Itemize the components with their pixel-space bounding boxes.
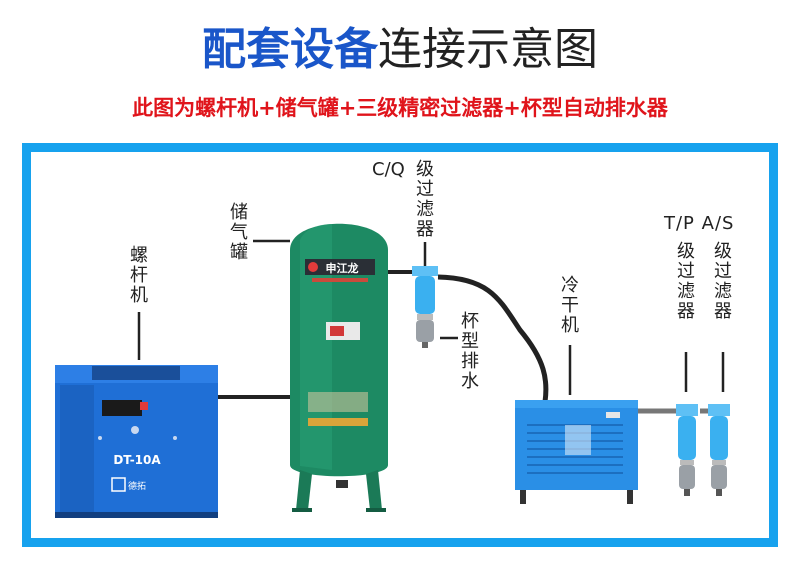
compressor-model: DT-10A xyxy=(113,453,161,467)
title-accent: 配套设备 xyxy=(202,24,378,75)
label-cq-filter: 级过滤器 xyxy=(416,159,434,240)
label-as-filter: 级过滤器 xyxy=(714,241,732,322)
page-title: 配套设备连接示意图 xyxy=(0,22,800,78)
title-rest: 连接示意图 xyxy=(378,24,598,75)
label-cq-code: C/Q xyxy=(372,159,405,180)
label-dryer: 冷干机 xyxy=(561,275,579,336)
label-tank: 储气罐 xyxy=(230,202,248,263)
label-tp-as-codes: T/P A/S xyxy=(664,213,735,234)
cq-filter xyxy=(412,266,438,348)
tp-filter xyxy=(676,404,698,496)
as-filter xyxy=(708,404,730,496)
air-tank: 申江龙 xyxy=(290,223,388,512)
label-tp-filter: 级过滤器 xyxy=(677,241,695,322)
page-subtitle: 此图为螺杆机+储气罐+三级精密过滤器+杯型自动排水器 xyxy=(132,96,668,120)
pointer-lines xyxy=(137,239,725,395)
screw-compressor: DT-10A 德拓 xyxy=(55,365,218,518)
tank-brand: 申江龙 xyxy=(326,261,359,275)
compressor-brand: 德拓 xyxy=(128,480,146,492)
refrigerated-dryer xyxy=(515,400,638,504)
label-drain: 杯型排水 xyxy=(461,311,479,392)
label-compressor: 螺杆机 xyxy=(130,245,148,306)
